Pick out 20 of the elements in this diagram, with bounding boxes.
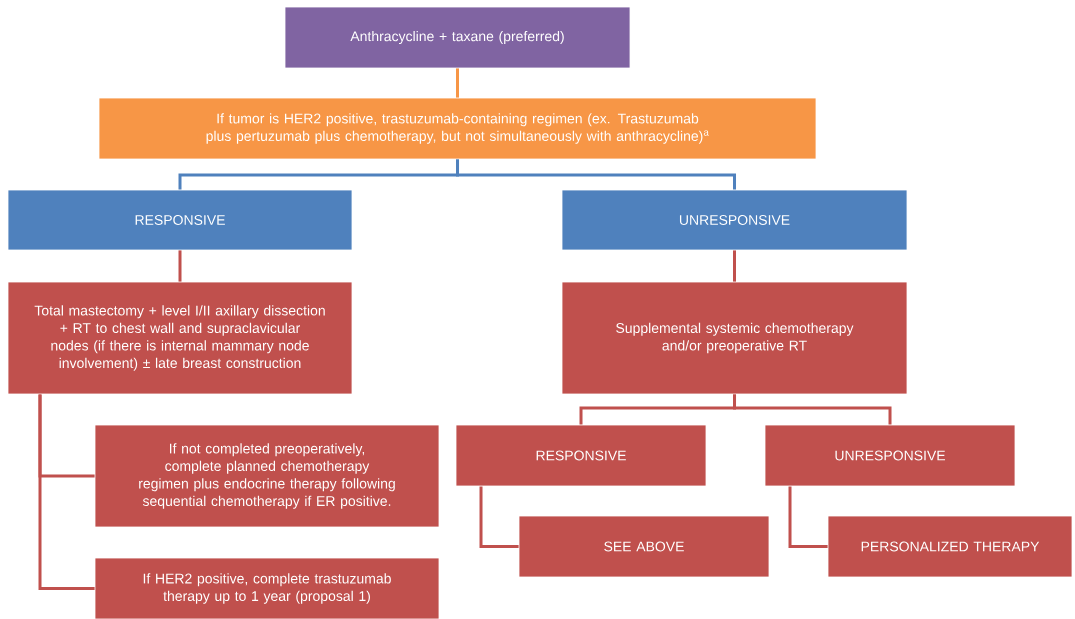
treatment-box: Supplemental systemic chemotherapy and/or preoperative RT <box>561 281 908 395</box>
connector-line <box>733 394 892 425</box>
treatment-box: SEE ABOVE <box>518 515 770 578</box>
response-box: RESPONSIVE <box>7 189 353 251</box>
connector-line <box>788 486 828 548</box>
connector-line <box>479 486 519 548</box>
treatment-box: Total mastectomy + level I/II axillary dissection + RT to chest wall and supraclavicular nodes (if there is internal mammary node involvement) ± late breast construction <box>7 281 353 395</box>
connector-line <box>456 68 459 98</box>
response-box: RESPONSIVE <box>455 424 707 487</box>
connector-line <box>733 250 736 282</box>
treatment-box: If HER2 positive, complete trastuzumab therapy up to 1 year (proposal 1) <box>94 557 440 619</box>
connector-line <box>456 159 736 190</box>
response-box: UNRESPONSIVE <box>764 424 1016 487</box>
regimen-box: If tumor is HER2 positive, trastuzumab-containing regimen (ex. Trastuzumab plus pertuzumab plus chemotherapy, but not simultaneously with anthracycline)$^{a}$ <box>98 97 817 160</box>
treatment-box: If not completed preoperatively, complete planned chemotherapy regimen plus endocrine therapy following sequential chemotherapy if ER positive. <box>94 424 440 528</box>
response-box: UNRESPONSIVE <box>561 189 908 251</box>
regimen-box: Anthracycline + taxane (preferred) <box>284 6 631 69</box>
connector-line <box>38 394 95 590</box>
connector-line <box>178 250 182 282</box>
treatment-box: PERSONALIZED THERAPY <box>827 515 1073 578</box>
